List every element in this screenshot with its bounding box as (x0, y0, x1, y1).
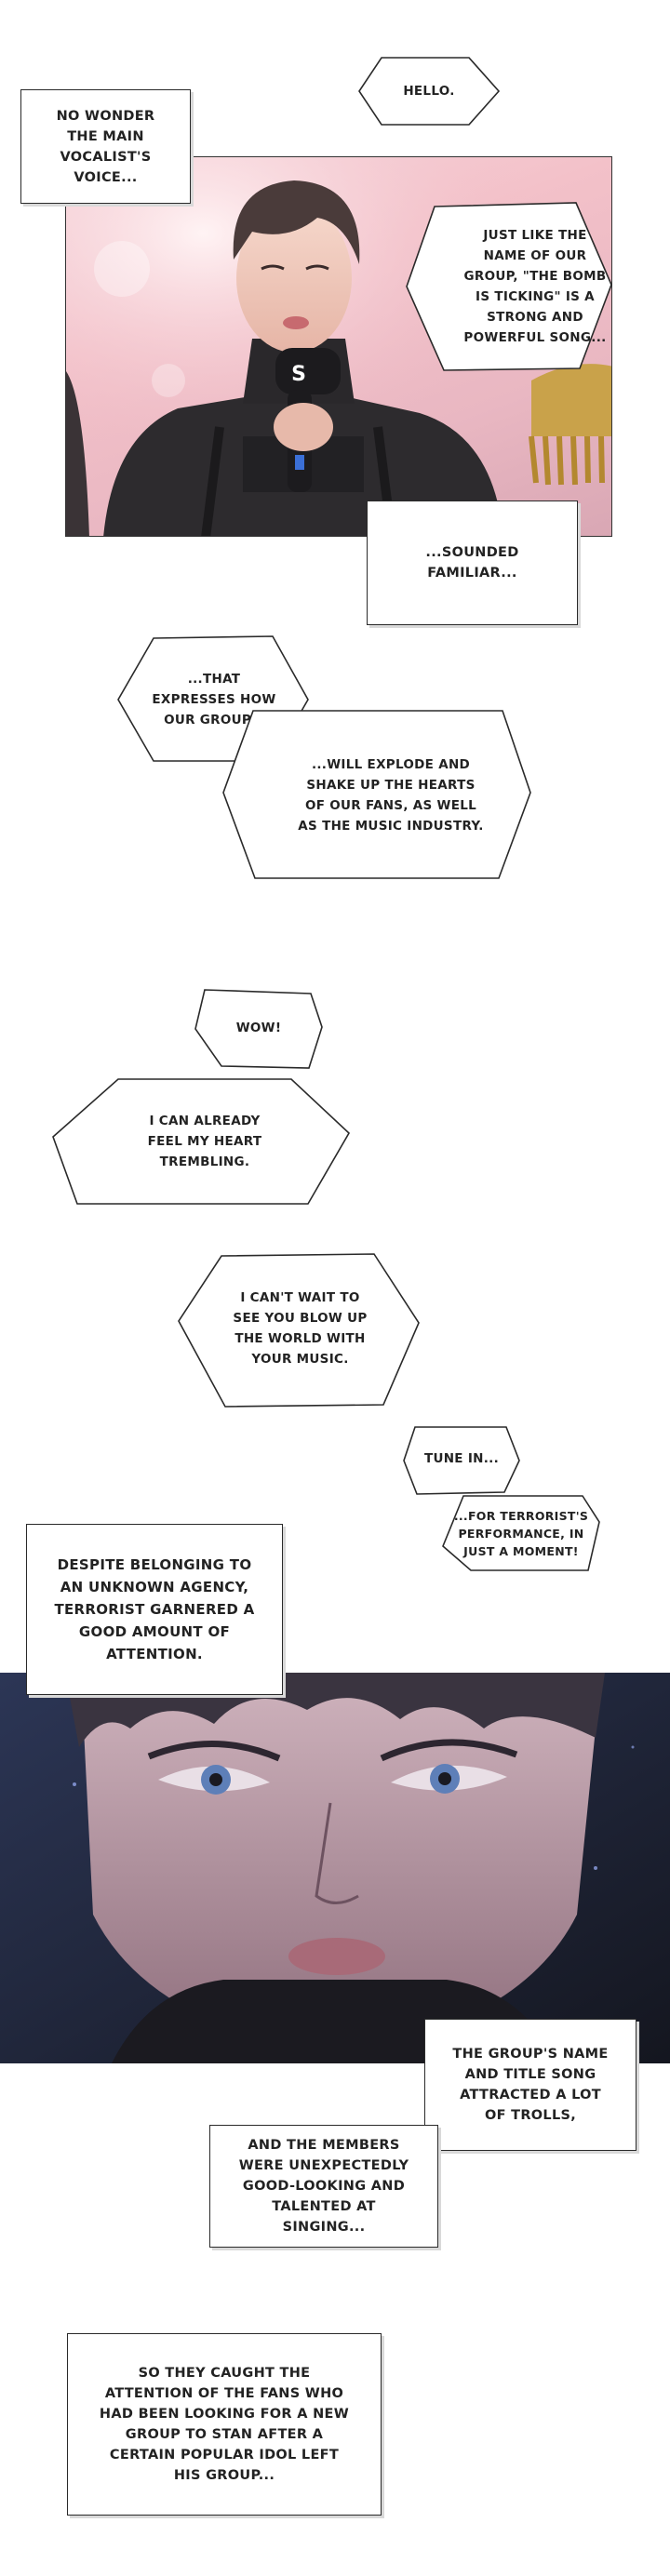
caption-caught-attention: SO THEY CAUGHT THE ATTENTION OF THE FANS… (67, 2333, 382, 2516)
caption-no-wonder-text: NO WONDER THE MAIN VOCALIST'S VOICE... (56, 108, 155, 185)
bubble-hello-text: HELLO. (403, 84, 455, 99)
bubble-will-explode-text: ...WILL EXPLODE AND SHAKE UP THE HEARTS … (298, 757, 484, 834)
caption-sounded-familiar: ...SOUNDED FAMILIAR... (367, 501, 578, 625)
bubble-wow-text: WOW! (235, 1021, 282, 1035)
bubble-tune-in-text: TUNE IN... (423, 1451, 500, 1466)
caption-sounded-text: ...SOUNDED FAMILIAR... (425, 545, 519, 581)
mic-logo-text: S (291, 363, 306, 386)
closeup-illustration (0, 1673, 670, 2063)
caption-trolls: THE GROUP'S NAME AND TITLE SONG ATTRACTE… (424, 2019, 636, 2151)
speech-bubble-hello (358, 57, 501, 126)
caption-members: AND THE MEMBERS WERE UNEXPECTEDLY GOOD-L… (209, 2125, 438, 2248)
bubble-for-terrorist-text: ...FOR TERRORIST'S PERFORMANCE, IN JUST … (453, 1508, 589, 1558)
caption-despite: DESPITE BELONGING TO AN UNKNOWN AGENCY, … (26, 1524, 283, 1695)
speech-bubble-just-like (406, 202, 612, 371)
speech-bubble-trembling (52, 1078, 351, 1205)
caption-trolls-text: THE GROUP'S NAME AND TITLE SONG ATTRACTE… (452, 2047, 609, 2123)
left-eye (158, 1765, 270, 1795)
gold-epaulette (529, 364, 611, 486)
speech-bubble-for-terrorist (442, 1495, 600, 1571)
caption-members-text: AND THE MEMBERS WERE UNEXPECTEDLY GOOD-L… (238, 2138, 409, 2235)
panel-closeup (0, 1673, 670, 2063)
speech-bubble-will-explode (222, 710, 531, 879)
bubble-trembling-text: I CAN ALREADY FEEL MY HEART TREMBLING. (147, 1114, 262, 1169)
bubble-that-expresses-text: ...THAT EXPRESSES HOW OUR GROUP... (152, 672, 276, 727)
caption-caught-text: SO THEY CAUGHT THE ATTENTION OF THE FANS… (99, 2366, 350, 2483)
caption-despite-text: DESPITE BELONGING TO AN UNKNOWN AGENCY, … (54, 1556, 255, 1662)
right-eye (391, 1764, 507, 1794)
caption-no-wonder: NO WONDER THE MAIN VOCALIST'S VOICE... (20, 89, 191, 204)
speech-bubble-blow-up (178, 1253, 420, 1408)
bubble-just-like-text: JUST LIKE THE NAME OF OUR GROUP, "THE BO… (463, 228, 607, 345)
speech-bubble-wow (194, 989, 323, 1069)
speech-bubble-tune-in (403, 1426, 520, 1495)
bubble-blow-up-text: I CAN'T WAIT TO SEE YOU BLOW UP THE WORL… (233, 1290, 368, 1367)
